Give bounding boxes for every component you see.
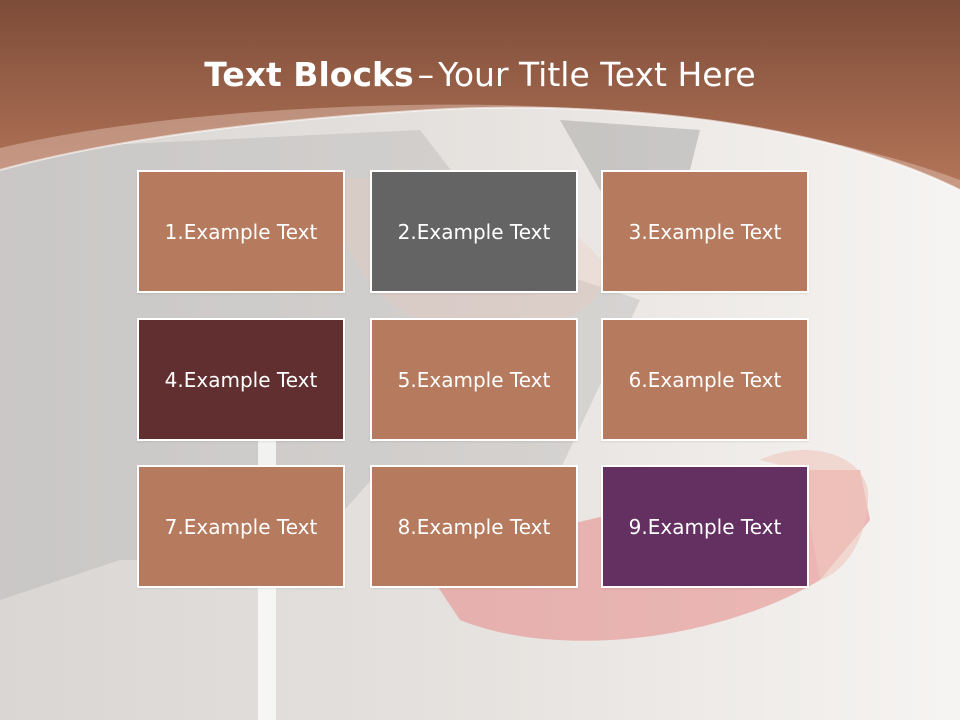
text-block-2-label: 2.Example Text	[397, 219, 551, 244]
text-block-grid: 1.Example Text 2.Example Text 3.Example …	[137, 170, 814, 593]
text-block-3[interactable]: 3.Example Text	[601, 170, 809, 293]
title-rest-text: Your Title Text Here	[438, 55, 756, 94]
text-block-8-label: 8.Example Text	[397, 514, 551, 539]
text-block-4-label: 4.Example Text	[164, 367, 318, 392]
text-block-7-label: 7.Example Text	[164, 514, 318, 539]
text-block-5-label: 5.Example Text	[397, 367, 551, 392]
title-bold-text: Text Blocks	[204, 55, 414, 94]
title-separator: –	[417, 55, 435, 94]
header-band	[0, 0, 960, 190]
text-block-9[interactable]: 9.Example Text	[601, 465, 809, 588]
text-block-3-label: 3.Example Text	[628, 219, 782, 244]
text-block-2[interactable]: 2.Example Text	[370, 170, 578, 293]
text-block-7[interactable]: 7.Example Text	[137, 465, 345, 588]
text-block-4[interactable]: 4.Example Text	[137, 318, 345, 441]
text-block-1-label: 1.Example Text	[164, 219, 318, 244]
text-block-6[interactable]: 6.Example Text	[601, 318, 809, 441]
text-block-1[interactable]: 1.Example Text	[137, 170, 345, 293]
text-block-8[interactable]: 8.Example Text	[370, 465, 578, 588]
text-block-6-label: 6.Example Text	[628, 367, 782, 392]
text-block-5[interactable]: 5.Example Text	[370, 318, 578, 441]
text-block-9-label: 9.Example Text	[628, 514, 782, 539]
page-title: Text Blocks–Your Title Text Here	[0, 52, 960, 98]
